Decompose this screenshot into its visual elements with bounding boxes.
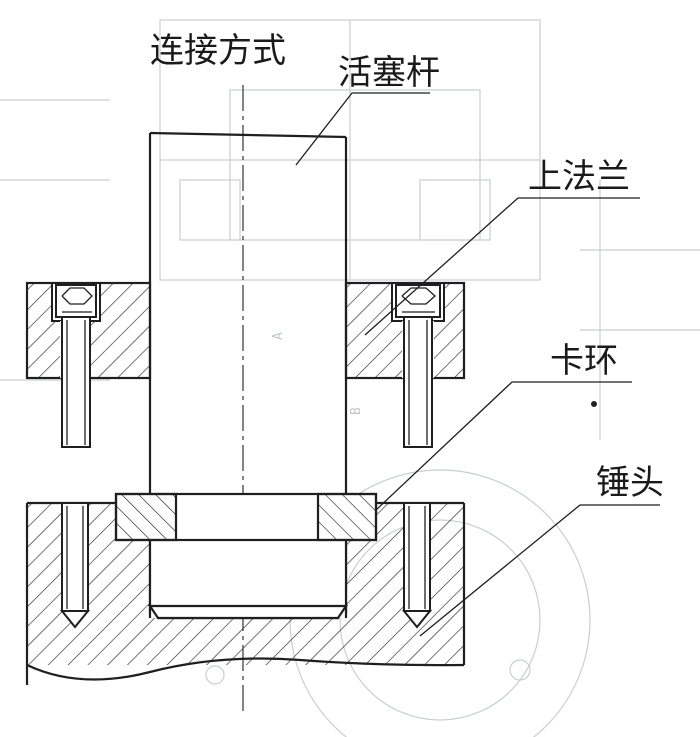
label-snap-ring: 卡环 (550, 341, 618, 381)
leader-piston-rod (295, 92, 430, 166)
leader-hammer-head (419, 504, 660, 637)
hammer-head (25, 501, 466, 685)
diagram-title: 连接方式 (150, 31, 286, 71)
leader-lines (295, 92, 660, 637)
background-ghost-drawing: A B (0, 19, 700, 737)
svg-text:A: A (271, 332, 286, 340)
snap-ring (114, 492, 378, 542)
leader-upper-flange (364, 197, 640, 336)
svg-text:B: B (349, 407, 364, 415)
scan-speck (591, 401, 597, 407)
leader-snap-ring (375, 381, 632, 511)
label-upper-flange: 上法兰 (528, 157, 630, 197)
label-hammer-head: 锤头 (596, 463, 664, 503)
label-piston-rod: 活塞杆 (338, 53, 440, 93)
bolt-left (55, 284, 97, 448)
